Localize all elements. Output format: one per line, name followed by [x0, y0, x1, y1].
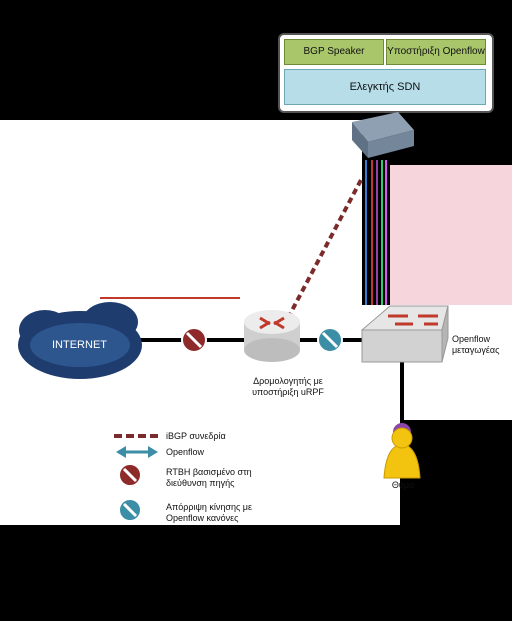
legend-drop-icon: [118, 498, 142, 522]
sdn-controller-box: BGP Speaker Υποστήριξη Openflow Ελεγκτής…: [278, 33, 494, 113]
legend-rtbh-label: RTBH βασισμένο στη διεύθυνση πηγής: [166, 467, 252, 488]
legend-openflow-label: Openflow: [166, 447, 205, 457]
sdn-controller-label: Ελεγκτής SDN: [284, 69, 486, 105]
router-icon: [244, 310, 300, 362]
openflow-switch-icon: [360, 305, 449, 363]
openflow-link-bundle: [365, 160, 387, 305]
switch-label: Openflow μεταγωγέας: [452, 334, 500, 355]
internet-cloud-icon: [18, 302, 142, 379]
victim-user-icon: [383, 423, 421, 479]
openflow-support-label: Υποστήριξη Openflow: [386, 39, 486, 65]
bgp-speaker-label: BGP Speaker: [284, 39, 384, 65]
internet-label: INTERNET: [52, 339, 107, 351]
legend-ibgp-label: iBGP συνεδρία: [166, 431, 226, 441]
router-label: Δρομολογητής με υποστήριξη uRPF: [252, 376, 324, 397]
controller-server-icon: [352, 112, 414, 158]
openflow-drop-marker-icon: [317, 327, 343, 353]
legend-openflow-arrow-icon: [116, 446, 158, 458]
background-band: [390, 165, 512, 305]
legend-drop-label: Απόρριψη κίνησης με Openflow κανόνες: [166, 502, 252, 523]
victim-label: Θύμα: [391, 480, 415, 490]
ibgp-session-line: [286, 177, 364, 319]
legend-rtbh-icon: [118, 463, 142, 487]
background-panel: [0, 120, 362, 305]
rtbh-marker-icon: [181, 327, 207, 353]
